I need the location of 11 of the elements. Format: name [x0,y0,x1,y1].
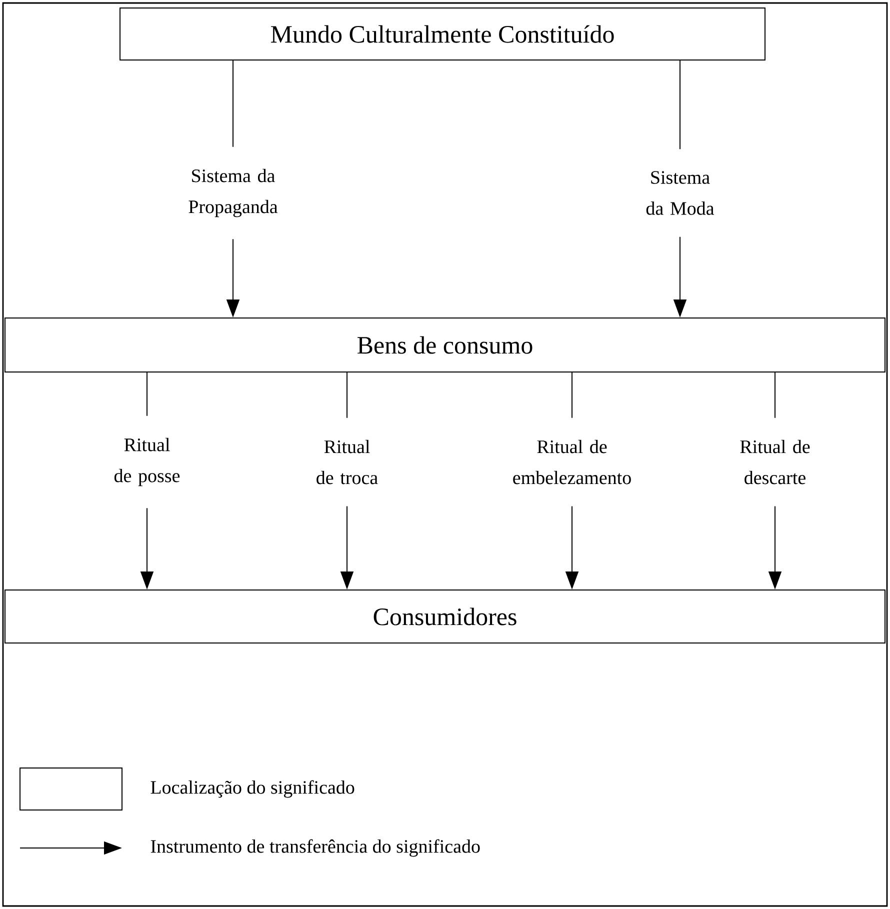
edge-label: Ritual de embelezamento [498,418,646,506]
edge-label: Ritual de posse [89,416,205,508]
edge-label: Ritual de troca [289,418,405,506]
legend-text: Localização do significado [150,780,354,798]
legend-text: Instrumento de transferência do significado [150,839,480,857]
edge-label: Sistema da Moda [619,149,741,237]
meaning-box: Consumidores [4,590,886,644]
edge-label: Sistema da Propaganda [171,146,295,240]
meaning-box: Mundo Culturalmente Constituído [120,8,766,60]
edge-label: Ritual de descarte [717,418,833,506]
meaning-box: Bens de consumo [4,318,886,372]
